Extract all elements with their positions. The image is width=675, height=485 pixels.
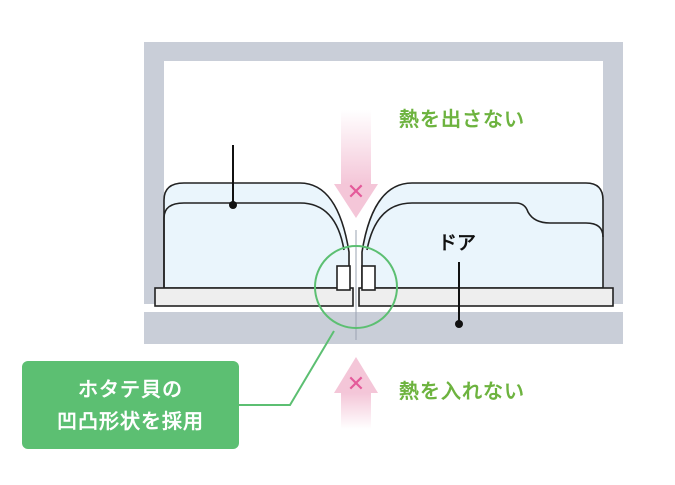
left-base-plate xyxy=(154,287,354,307)
bottom-heat-label: 熱を入れない xyxy=(399,379,525,403)
callout-leader-line xyxy=(239,330,335,406)
bottom-cross-mark: ✕ xyxy=(347,372,365,397)
callout-line-1: ホタテ貝の xyxy=(78,377,183,401)
door-label: ドア xyxy=(438,232,477,254)
door-indicator-dot xyxy=(455,320,463,328)
top-heat-label: 熱を出さない xyxy=(399,107,525,131)
right-fin xyxy=(361,265,376,291)
callout-line-2: 凹凸形状を採用 xyxy=(57,409,204,433)
top-cross-mark: ✕ xyxy=(347,180,365,205)
left-indicator-dot xyxy=(229,201,237,209)
callout-box: ホタテ貝の 凹凸形状を採用 xyxy=(22,361,239,449)
highlight-circle xyxy=(314,245,398,329)
right-gasket xyxy=(361,182,604,289)
top-heat-arrow xyxy=(334,110,378,218)
right-base-plate xyxy=(358,287,614,307)
left-fin xyxy=(336,265,351,291)
left-gasket xyxy=(163,182,350,289)
bottom-heat-arrow xyxy=(334,357,378,429)
